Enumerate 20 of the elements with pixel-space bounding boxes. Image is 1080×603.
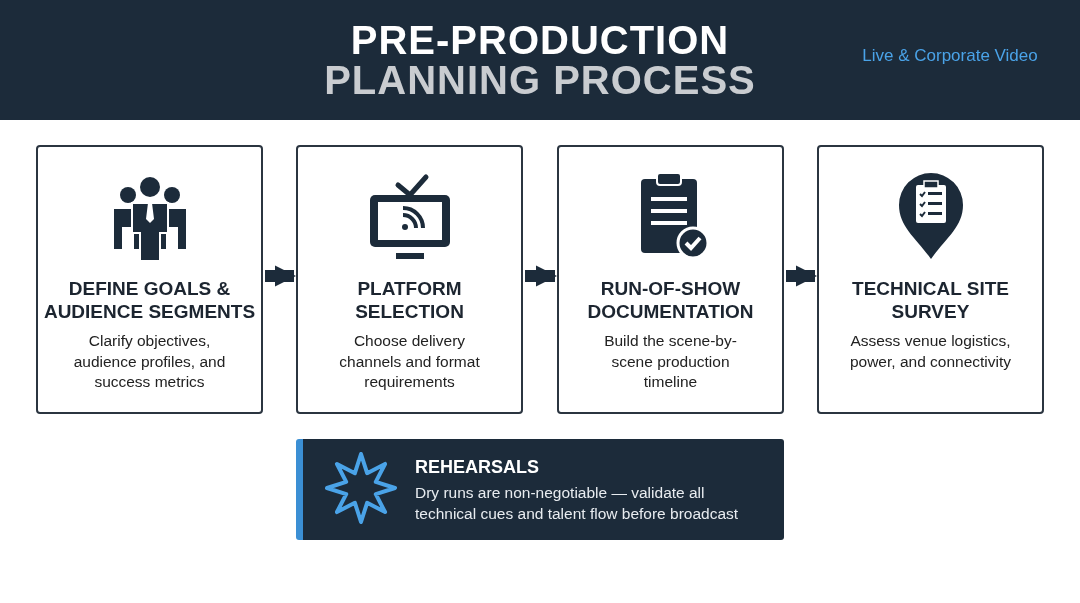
step-heading: PLATFORM SELECTION xyxy=(354,277,465,323)
step-card xyxy=(817,145,1044,414)
title: PRE-PRODUCTION PLANNING PROCESS xyxy=(323,20,757,100)
step-description: Choose delivery channels and format requirements xyxy=(338,331,481,392)
tagline: Live & Corporate Video xyxy=(861,46,1039,66)
arrow xyxy=(786,265,818,287)
step-description: Dry runs are non-negotiable — validate all technical cues and talent flow before broadcast xyxy=(415,483,740,524)
step-heading: DEFINE GOALS & AUDIENCE SEGMENTS xyxy=(42,277,257,323)
step-description: Build the scene-by-scene production timeline xyxy=(603,331,738,392)
step-heading: REHEARSALS xyxy=(415,457,539,478)
step-card xyxy=(36,145,263,414)
step-heading: TECHNICAL SITE SURVEY xyxy=(851,277,1010,323)
step-heading: RUN-OF-SHOW DOCUMENTATION xyxy=(586,277,755,323)
step-card xyxy=(296,145,523,414)
arrow xyxy=(525,265,558,287)
step-description: Clarify objectives, audience profiles, and success metrics xyxy=(72,331,227,392)
arrow xyxy=(265,265,297,287)
callout-panel xyxy=(296,439,784,540)
step-description: Assess venue logistics, power, and connectivity xyxy=(848,331,1013,372)
step-card xyxy=(557,145,784,414)
